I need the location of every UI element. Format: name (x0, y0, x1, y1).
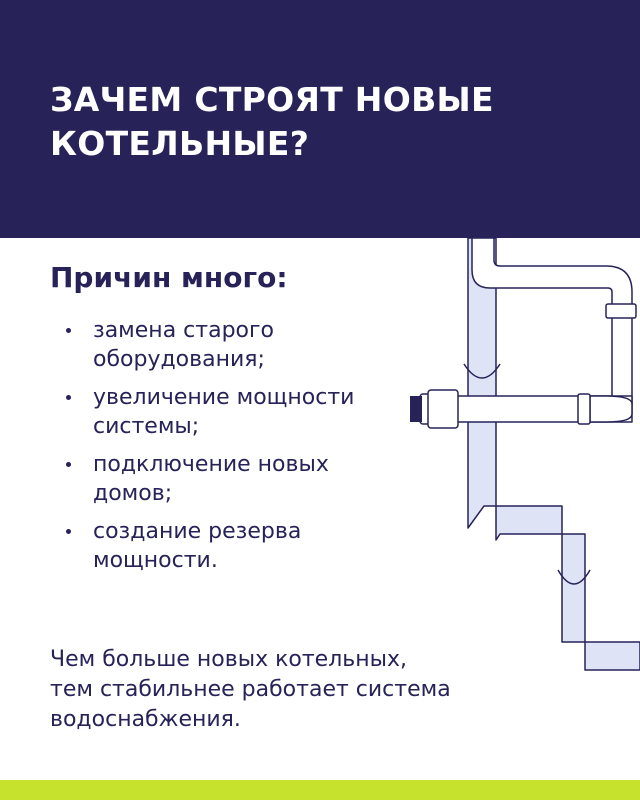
bullet-icon (66, 529, 71, 534)
list-item: увеличение мощности системы; (66, 383, 396, 441)
list-item: подключение новых домов; (66, 450, 396, 508)
reason-text-line-2: оборудования; (93, 347, 265, 372)
pipe-clamp-icon (557, 569, 591, 585)
bullet-icon (66, 462, 71, 467)
coupling-icon (577, 393, 591, 425)
water-pipes-illustration (410, 238, 640, 671)
reasons-list: замена старого оборудования; увеличение … (66, 316, 396, 584)
reason-text-line-1: замена старого (93, 318, 275, 343)
valve-handle-icon (410, 396, 422, 422)
page-title: ЗАЧЕМ СТРОЯТ НОВЫЕ КОТЕЛЬНЫЕ? (50, 78, 610, 166)
reason-text-line-1: подключение новых (93, 452, 329, 477)
list-item: замена старого оборудования; (66, 316, 396, 374)
bullet-icon (66, 328, 71, 333)
reason-text-line-1: создание резерва (93, 519, 302, 544)
reason-text-line-1: увеличение мощности (93, 385, 355, 410)
page-title-line-2: КОТЕЛЬНЫЕ? (50, 124, 310, 163)
reason-text-line-2: системы; (93, 414, 200, 439)
conclusion-line-3: водоснабжения. (50, 707, 241, 732)
reason-text-line-2: мощности. (93, 548, 218, 573)
page-title-line-1: ЗАЧЕМ СТРОЯТ НОВЫЕ (50, 80, 494, 119)
reason-text-line-2: домов; (93, 481, 173, 506)
valve-body-icon (427, 389, 459, 429)
header-banner: ЗАЧЕМ СТРОЯТ НОВЫЕ КОТЕЛЬНЫЕ? (0, 0, 640, 238)
bullet-icon (66, 395, 71, 400)
elbow-pipe-icon (589, 395, 633, 423)
conclusion-line-1: Чем больше новых котельных, (50, 647, 408, 672)
conclusion-text: Чем больше новых котельных, тем стабильн… (50, 645, 520, 735)
reasons-heading: Причин много: (50, 261, 288, 294)
conclusion-line-2: тем стабильнее работает система (50, 677, 451, 702)
coupling-icon (605, 303, 637, 319)
footer-accent-band (0, 780, 640, 800)
pipe-clamp-icon (463, 363, 501, 379)
list-item: создание резерва мощности. (66, 517, 396, 575)
